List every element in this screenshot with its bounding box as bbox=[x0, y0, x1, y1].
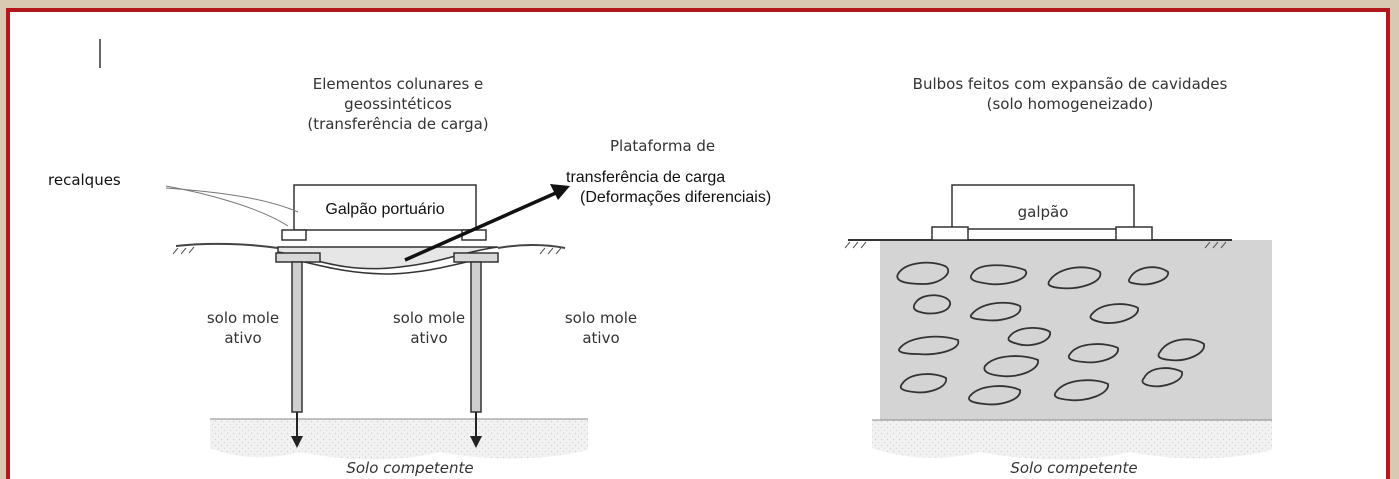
soil-label-right-line2: ativo bbox=[582, 329, 620, 347]
left-title-line3: (transferência de carga) bbox=[307, 115, 489, 133]
bulb bbox=[898, 335, 960, 356]
bulb bbox=[983, 355, 1039, 378]
right-building-label: galpão bbox=[1017, 203, 1069, 221]
bulb bbox=[968, 385, 1021, 406]
bulb bbox=[1007, 327, 1051, 347]
left-ground-left bbox=[175, 242, 279, 249]
soil-label-middle: solo mole ativo bbox=[374, 308, 484, 348]
bulb bbox=[1053, 379, 1109, 402]
settlement-leader-2 bbox=[165, 187, 299, 213]
bulb bbox=[970, 264, 1028, 286]
left-title-line1: Elementos colunares e bbox=[312, 75, 484, 93]
left-bottom-label: Solo competente bbox=[346, 459, 474, 477]
platform-arrow bbox=[404, 190, 559, 262]
left-ground-right bbox=[497, 244, 566, 249]
platform-label: Plataforma de transferência de carga (De… bbox=[566, 136, 866, 208]
right-title-line1: Bulbos feitos com expansão de cavidades bbox=[912, 75, 1228, 93]
right-title: Bulbos feitos com expansão de cavidades … bbox=[840, 74, 1300, 114]
bulb bbox=[912, 294, 951, 315]
building-footing-right-a bbox=[931, 226, 969, 241]
bulb bbox=[1127, 266, 1169, 286]
bulb bbox=[1157, 338, 1205, 362]
soil-label-right-line1: solo mole bbox=[564, 309, 638, 327]
left-ground-hatch-right bbox=[539, 247, 562, 255]
settlement-leader-1 bbox=[165, 185, 289, 227]
right-ground-hatch bbox=[844, 241, 1227, 249]
bulb bbox=[1089, 303, 1139, 324]
platform-arrowhead bbox=[550, 184, 570, 200]
bulbs-group bbox=[896, 261, 1205, 406]
pile-cap-left bbox=[275, 252, 321, 263]
pile-left-arrowhead bbox=[291, 436, 303, 448]
soil-label-left-line1: solo mole bbox=[206, 309, 280, 327]
settlement-label: recalques bbox=[48, 171, 121, 189]
building-footing-left-a bbox=[281, 229, 307, 241]
right-bottom-label: Solo competente bbox=[1010, 459, 1138, 477]
building-left bbox=[293, 184, 477, 231]
soil-label-right: solo mole ativo bbox=[546, 308, 656, 348]
right-competent-soil bbox=[872, 420, 1272, 460]
right-title-line2: (solo homogeneizado) bbox=[986, 95, 1154, 113]
platform-label-line1: Plataforma de bbox=[610, 137, 716, 155]
diagram-frame: Elementos colunares e geossintéticos (tr… bbox=[6, 8, 1390, 479]
pile-right-arrowhead bbox=[470, 436, 482, 448]
platform-label-line2: transferência de carga bbox=[566, 169, 726, 186]
soil-label-middle-line1: solo mole bbox=[392, 309, 466, 327]
building-footing-right-b bbox=[1115, 226, 1153, 241]
diagram-drawing bbox=[99, 39, 1272, 460]
left-competent-soil bbox=[210, 419, 588, 460]
soil-label-left: solo mole ativo bbox=[188, 308, 298, 348]
left-title: Elementos colunares e geossintéticos (tr… bbox=[258, 74, 538, 134]
bulb bbox=[896, 261, 950, 285]
bulb bbox=[1067, 343, 1119, 364]
pile-cap-right bbox=[453, 252, 499, 263]
bulb bbox=[899, 373, 947, 394]
left-building-label: Galpão portuário bbox=[325, 201, 445, 218]
bulb bbox=[1141, 367, 1183, 388]
soil-label-middle-line2: ativo bbox=[410, 329, 448, 347]
building-right bbox=[951, 184, 1135, 230]
bulb bbox=[1047, 266, 1102, 290]
bulb bbox=[969, 301, 1022, 322]
platform-label-line3: (Deformações diferenciais) bbox=[580, 189, 772, 206]
left-ground-hatch-left bbox=[172, 246, 195, 255]
left-title-line2: geossintéticos bbox=[344, 95, 452, 113]
soil-label-left-line2: ativo bbox=[224, 329, 262, 347]
